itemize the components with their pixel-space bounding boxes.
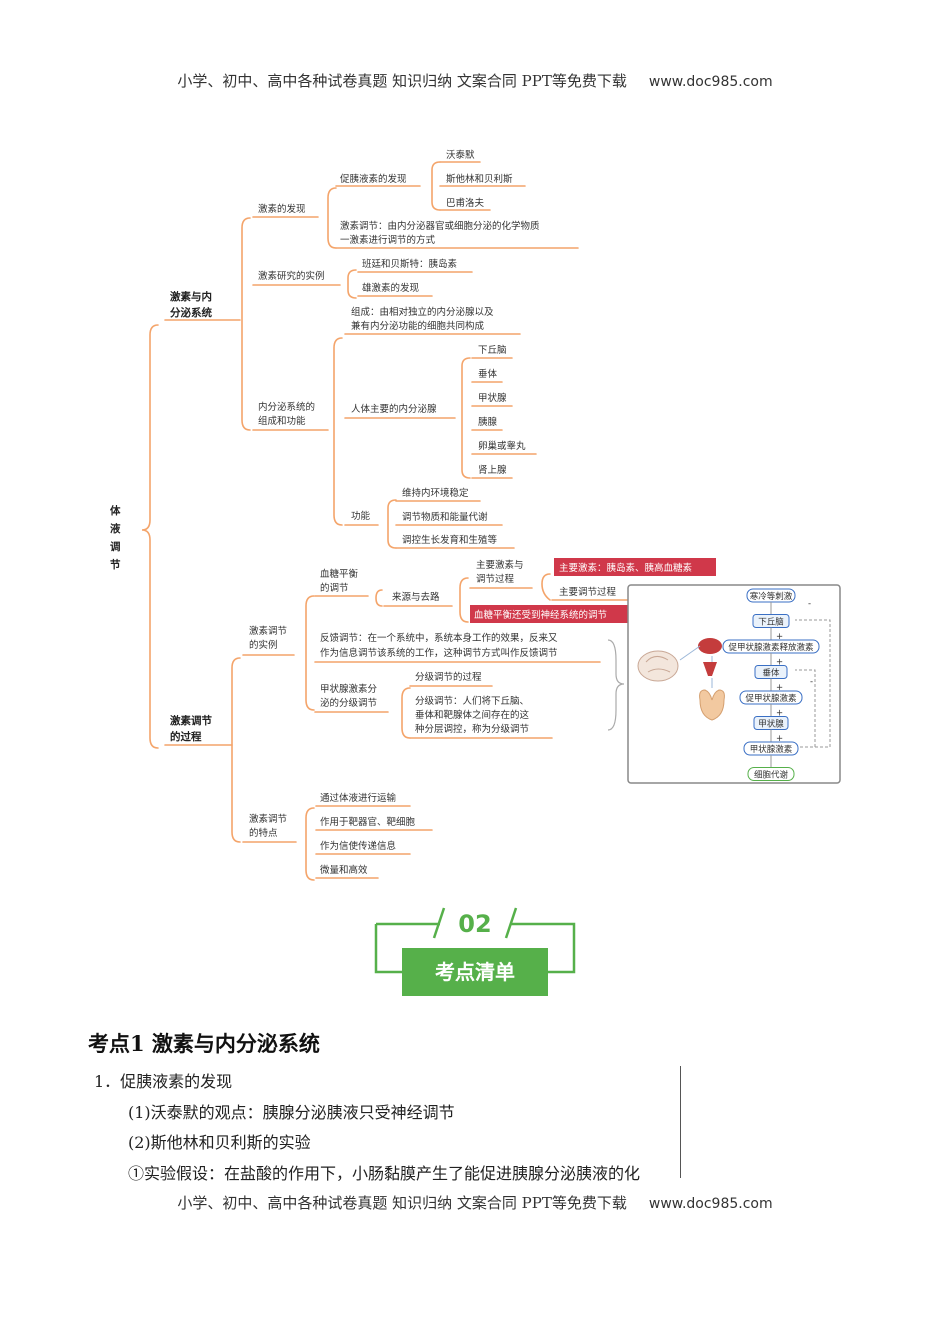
thyroid-icon [699, 689, 725, 721]
node-func-2: 调节物质和能量代谢 [402, 511, 488, 523]
node-tier-def2: 垂体和靶腺体之间存在的这 [415, 709, 530, 721]
hypothalamus-icon [698, 638, 722, 654]
body-line-2: (1)沃泰默的观点：胰腺分泌胰液只受神经调节 [128, 1103, 455, 1122]
node-glucose-b: 的调节 [320, 582, 349, 594]
node-main-hormone: 主要激素：胰岛素、胰高血糖素 [559, 562, 693, 574]
node-feat-1: 通过体液进行运输 [320, 792, 397, 804]
flow-label: 促甲状腺激素释放激素 [728, 642, 814, 653]
page-footer: 小学、初中、高中各种试卷真题 知识归纳 文案合同 PPT等免费下载 www.doc… [0, 1192, 950, 1213]
node-gland-2: 垂体 [478, 368, 498, 380]
root-char-1: 体 [110, 504, 121, 517]
node-androgen: 雄激素的发现 [362, 282, 420, 294]
brain-icon [637, 650, 679, 682]
node-feedback: 反馈调节：在一个系统中，系统本身工作的效果，反来又 [320, 632, 558, 644]
branch2-line1: 激素调节 [170, 714, 212, 727]
node-examples2-a: 激素调节 [249, 625, 287, 637]
footer-site: www.doc985.com [648, 1196, 773, 1212]
root-char-2: 液 [110, 522, 121, 535]
node-hormone-def: 激素调节：由内分泌器官或细胞分泌的化学物质 [340, 220, 540, 232]
branch1-line1: 激素与内 [170, 290, 212, 303]
node-tier-process: 分级调节的过程 [415, 671, 482, 683]
node-func-1: 维持内环境稳定 [402, 487, 469, 499]
flow-sign: + [776, 709, 783, 719]
flow-label: 细胞代谢 [754, 770, 789, 781]
node-thyroid-b: 泌的分级调节 [320, 697, 377, 709]
main-hormone-tag [554, 558, 716, 576]
badge-label: 考点清单 [435, 960, 515, 984]
flow-sign: + [776, 658, 783, 668]
flow-label: 垂体 [762, 668, 780, 679]
branch1-line2: 分泌系统 [170, 306, 212, 319]
node-pavlov: 巴甫洛夫 [446, 197, 485, 209]
node-func: 功能 [351, 510, 371, 522]
header-site: www.doc985.com [648, 74, 773, 90]
footer-text: 小学、初中、高中各种试卷真题 知识归纳 文案合同 PPT等免费下载 [177, 1194, 627, 1212]
flow-sign: + [776, 632, 783, 642]
page-header: 小学、初中、高中各种试卷真题 知识归纳 文案合同 PPT等免费下载 www.doc… [0, 70, 950, 91]
node-feat-4: 微量和高效 [320, 864, 368, 876]
node-tier-def1: 分级调节：人们将下丘脑、 [415, 695, 529, 707]
node-func-3: 调控生长发育和生殖等 [402, 534, 498, 546]
node-main-a: 主要激素与 [476, 559, 524, 571]
node-feat-2: 作用于靶器官、靶细胞 [320, 816, 416, 828]
flow-label: 甲状腺激素 [750, 744, 793, 755]
node-comp2: 兼有内分泌功能的细胞共同构成 [351, 320, 485, 332]
node-examples2-b: 的实例 [249, 639, 278, 651]
flow-sign: + [776, 683, 783, 693]
node-system-a: 内分泌系统的 [258, 401, 315, 413]
badge-number: 02 [458, 910, 491, 938]
node-feat-3: 作为信使传递信息 [320, 840, 396, 852]
body-line-1: 1．促胰液素的发现 [94, 1072, 233, 1091]
flow-label: 促甲状腺激素 [745, 693, 797, 704]
node-comp: 组成：由相对独立的内分泌腺以及 [351, 306, 494, 318]
node-gland-1: 下丘脑 [478, 344, 507, 356]
node-feedback2: 作为信息调节该系统的工作，这种调节方式叫作反馈调节 [320, 647, 558, 659]
node-secretin: 促胰液素的发现 [340, 173, 407, 185]
flow-label: 下丘脑 [758, 617, 784, 628]
flow-label: 甲状腺 [758, 719, 784, 730]
node-gland-4: 胰腺 [478, 416, 498, 428]
minus-sign-1: - [808, 599, 811, 609]
node-gland-3: 甲状腺 [478, 392, 507, 404]
node-gland-6: 肾上腺 [478, 464, 507, 476]
node-hormone-def2: 一激素进行调节的方式 [340, 234, 436, 246]
minus-sign-2: - [810, 677, 813, 687]
node-examples: 激素研究的实例 [258, 270, 325, 282]
node-tier-def3: 种分层调控，称为分级调节 [415, 723, 529, 735]
node-glands: 人体主要的内分泌腺 [351, 403, 437, 415]
root-char-3: 调 [110, 540, 121, 553]
node-source: 来源与去路 [392, 591, 440, 603]
section-title: 考点1 激素与内分泌系统 [88, 1031, 320, 1056]
node-glucose-a: 血糖平衡 [320, 568, 359, 580]
pituitary-icon [703, 662, 717, 676]
body-line-4: ①实验假设：在盐酸的作用下，小肠黏膜产生了能促进胰腺分泌胰液的化 [128, 1164, 641, 1183]
node-feat-b: 的特点 [249, 827, 278, 839]
node-main-b: 调节过程 [476, 573, 515, 585]
branch2-line2: 的过程 [170, 730, 202, 743]
section-badge: 02 考点清单 [374, 907, 576, 996]
node-discovery: 激素的发现 [258, 203, 306, 215]
node-wotaimo: 沃泰默 [446, 149, 475, 161]
mind-map: 体 液 调 节 激素与内 分泌系统 激素的发现 促胰液素的发现 沃泰默 斯他林和… [110, 149, 841, 881]
flow-label: 寒冷等刺激 [750, 591, 793, 602]
node-feat-a: 激素调节 [249, 813, 287, 825]
node-system-b: 组成和功能 [258, 415, 306, 427]
node-main-process: 主要调节过程 [559, 586, 617, 598]
thyroid-regulation-diagram: - - 寒冷等刺激下丘脑+促甲状腺激素释放激素+垂体+促甲状腺激素+甲状腺+甲状… [627, 584, 841, 784]
nerve-tag [470, 605, 630, 623]
node-bayliss: 斯他林和贝利斯 [446, 173, 513, 185]
root-char-4: 节 [110, 558, 121, 571]
header-text: 小学、初中、高中各种试卷真题 知识归纳 文案合同 PPT等免费下载 [177, 72, 627, 90]
node-gland-5: 卵巢或睾丸 [478, 440, 526, 452]
node-insulin: 班廷和贝斯特：胰岛素 [362, 258, 458, 270]
body-line-3: (2)斯他林和贝利斯的实验 [128, 1133, 311, 1152]
margin-rule [680, 1066, 681, 1178]
flow-box [747, 767, 795, 781]
node-nerve: 血糖平衡还受到神经系统的调节 [474, 609, 607, 621]
flow-sign: + [776, 734, 783, 744]
node-thyroid-a: 甲状腺激素分 [320, 683, 378, 695]
